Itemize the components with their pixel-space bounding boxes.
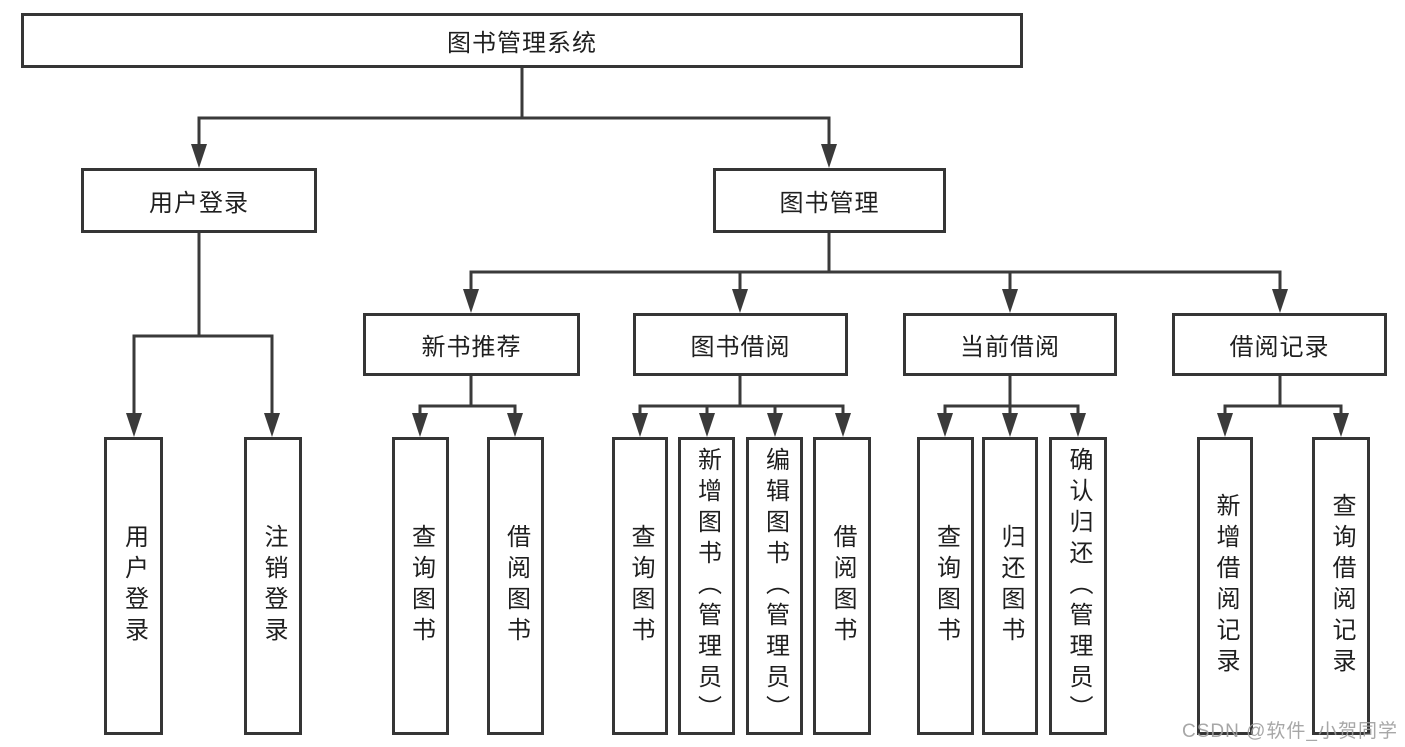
leaf-query-books-2-label: 查询图书 [627, 524, 654, 648]
node-book-borrow-label: 图书借阅 [690, 334, 791, 361]
leaf-query-books-1: 查询图书 [392, 437, 449, 735]
node-new-books-label: 新书推荐 [421, 334, 522, 361]
leaf-add-book-admin: 新增图书（管理员） [678, 437, 735, 735]
node-book-mgmt: 图书管理 [713, 168, 946, 233]
leaf-return-book: 归还图书 [982, 437, 1038, 735]
leaf-query-books-3: 查询图书 [917, 437, 974, 735]
node-book-mgmt-label: 图书管理 [779, 190, 880, 217]
leaf-add-book-admin-label: 新增图书（管理员） [693, 446, 721, 726]
node-user-login-label: 用户登录 [149, 190, 249, 217]
node-root-label: 图书管理系统 [447, 30, 597, 57]
leaf-user-login-label: 用户登录 [120, 524, 148, 648]
leaf-logout-label: 注销登录 [260, 524, 287, 648]
leaf-user-login: 用户登录 [104, 437, 163, 735]
node-current-borrow-label: 当前借阅 [960, 334, 1060, 361]
node-root: 图书管理系统 [21, 13, 1023, 68]
edge-root-split [191, 68, 837, 168]
edge-records-split [1217, 376, 1349, 437]
watermark: CSDN @软件_小贺同学 [1182, 721, 1398, 742]
leaf-confirm-return-admin: 确认归还（管理员） [1049, 437, 1107, 735]
leaf-borrow-books-2: 借阅图书 [813, 437, 871, 735]
leaf-add-borrow-record-label: 新增借阅记录 [1212, 493, 1239, 679]
leaf-query-borrow-record: 查询借阅记录 [1312, 437, 1370, 735]
node-borrow-records-label: 借阅记录 [1229, 334, 1330, 361]
leaf-confirm-return-admin-label: 确认归还（管理员） [1065, 446, 1092, 726]
leaf-borrow-books-1: 借阅图书 [487, 437, 544, 735]
edge-mgmt-split [463, 233, 1288, 313]
leaf-query-books-2: 查询图书 [612, 437, 668, 735]
leaf-query-borrow-record-label: 查询借阅记录 [1328, 493, 1355, 679]
edge-newbooks-split [412, 376, 523, 437]
leaf-borrow-books-1-label: 借阅图书 [502, 524, 530, 648]
leaf-logout: 注销登录 [244, 437, 302, 735]
node-book-borrow: 图书借阅 [633, 313, 848, 376]
leaf-return-book-label: 归还图书 [997, 524, 1024, 648]
leaf-query-books-3-label: 查询图书 [932, 524, 960, 648]
edge-current-split [937, 376, 1086, 437]
leaf-query-books-1-label: 查询图书 [407, 524, 435, 648]
leaf-edit-book-admin-label: 编辑图书（管理员） [761, 446, 789, 726]
node-user-login: 用户登录 [81, 168, 317, 233]
edge-bookborrow-split [632, 376, 851, 437]
node-current-borrow: 当前借阅 [903, 313, 1117, 376]
node-new-books: 新书推荐 [363, 313, 580, 376]
leaf-borrow-books-2-label: 借阅图书 [829, 524, 856, 648]
node-borrow-records: 借阅记录 [1172, 313, 1387, 376]
leaf-edit-book-admin: 编辑图书（管理员） [746, 437, 803, 735]
edge-login-split [126, 233, 280, 437]
leaf-add-borrow-record: 新增借阅记录 [1197, 437, 1253, 735]
